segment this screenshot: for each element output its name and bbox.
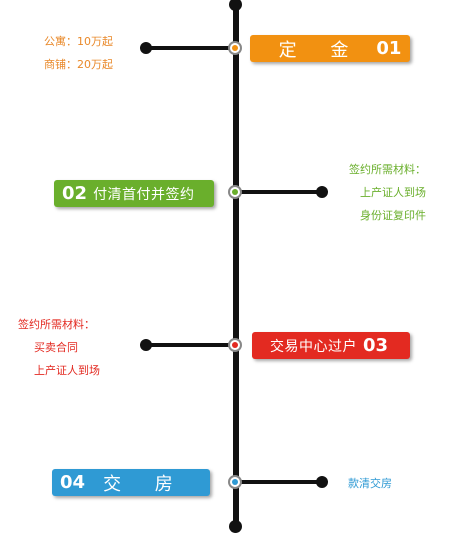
note-step2: 签约所需材料： 上产证人到场 身份证复印件 xyxy=(342,158,426,227)
note-step4-line1: 款清交房 xyxy=(348,477,392,490)
step-text-1: 定 金 xyxy=(278,39,363,61)
step-number-3: 03 xyxy=(363,335,389,356)
node-core-step4 xyxy=(232,479,238,485)
step-label-2: 02 付清首付并签约 xyxy=(54,180,214,207)
note-step1-line1: 公寓：10万起 xyxy=(44,35,113,48)
branch-dot-step1 xyxy=(140,42,152,54)
branch-step4 xyxy=(236,480,322,484)
timeline-node-step1 xyxy=(228,41,242,55)
timeline-node-step4 xyxy=(228,475,242,489)
node-core-step1 xyxy=(232,45,238,51)
note-step2-line2: 上产证人到场 xyxy=(360,186,426,199)
timeline-top-dot xyxy=(229,0,242,11)
node-core-step2 xyxy=(232,189,238,195)
note-step1: 公寓：10万起 商铺：20万起 xyxy=(44,30,113,76)
note-step3-line3: 上产证人到场 xyxy=(34,364,100,377)
step-number-2: 02 xyxy=(62,183,88,204)
note-step4: 款清交房 xyxy=(348,472,392,495)
note-step3: 签约所需材料： 买卖合同 上产证人到场 xyxy=(18,313,100,382)
timeline-main-line xyxy=(233,0,239,532)
timeline-node-step2 xyxy=(228,185,242,199)
branch-dot-step3 xyxy=(140,339,152,351)
note-step1-line2: 商铺：20万起 xyxy=(44,58,113,71)
step-label-1: 定 金 01 xyxy=(250,35,410,62)
timeline-bottom-dot xyxy=(229,520,242,533)
branch-step2 xyxy=(236,190,322,194)
note-step2-line3: 身份证复印件 xyxy=(360,209,426,222)
step-text-3: 交易中心过户 xyxy=(270,338,357,355)
note-step3-line2: 买卖合同 xyxy=(34,341,78,354)
note-step2-line1: 签约所需材料： xyxy=(349,163,426,176)
branch-dot-step4 xyxy=(316,476,328,488)
timeline-node-step3 xyxy=(228,338,242,352)
step-label-4: 04 交 房 xyxy=(52,469,210,496)
branch-step3 xyxy=(148,343,236,347)
step-text-2: 付清首付并签约 xyxy=(93,186,195,203)
note-step3-line1: 签约所需材料： xyxy=(18,318,95,331)
branch-dot-step2 xyxy=(316,186,328,198)
step-text-4: 交 房 xyxy=(103,473,187,495)
step-number-1: 01 xyxy=(376,38,402,59)
branch-step1 xyxy=(148,46,236,50)
node-core-step3 xyxy=(232,342,238,348)
step-label-3: 交易中心过户 03 xyxy=(252,332,410,359)
step-number-4: 04 xyxy=(60,472,86,493)
